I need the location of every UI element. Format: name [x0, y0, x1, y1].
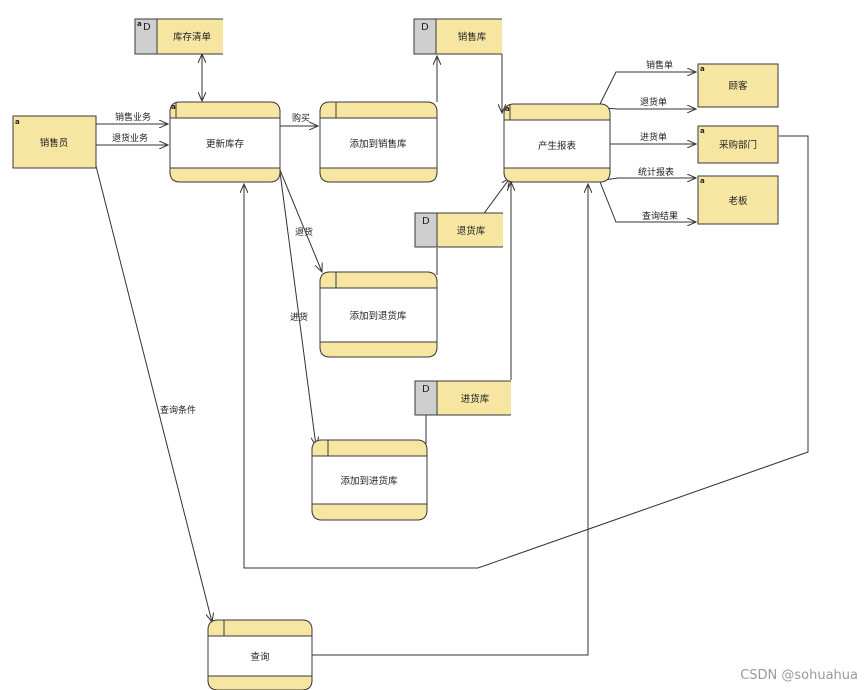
- process-generate-report[interactable]: a 产生报表: [503, 103, 611, 183]
- flow-query-to-report: [312, 184, 588, 656]
- store-marker: a: [137, 20, 142, 28]
- flow-query-result: [599, 181, 696, 222]
- flow-stats-report: [603, 178, 696, 180]
- process-label: 添加到销售库: [349, 138, 407, 150]
- external-entity-purchasing[interactable]: a 采购部门: [697, 125, 779, 164]
- store-label: 库存清单: [173, 31, 212, 43]
- store-id: D: [422, 216, 430, 227]
- data-store-returns[interactable]: D 退货库: [414, 212, 503, 248]
- flow-label-purchase-order: 进货单: [640, 131, 667, 143]
- external-entity-boss[interactable]: a 老板: [697, 175, 779, 225]
- flow-stock-in: [279, 171, 316, 446]
- process-label: 查询: [250, 651, 269, 663]
- flow-label-sales-order: 销售单: [646, 59, 673, 71]
- process-label: 添加到进货库: [340, 475, 398, 487]
- process-marker: a: [505, 105, 510, 113]
- flow-query-conditions: [95, 165, 212, 622]
- store-label: 销售库: [458, 31, 487, 43]
- entity-marker: a: [700, 177, 705, 185]
- process-add-to-returns[interactable]: 添加到退货库: [319, 271, 438, 358]
- flow-label-sales-business: 销售业务: [115, 111, 151, 123]
- flow-label-query-conditions: 查询条件: [160, 404, 196, 416]
- flow-return-goods: [279, 169, 322, 272]
- store-id: D: [143, 22, 151, 33]
- flow-labels: 销售业务 退货业务 购买 退货 进货 查询条件 销售单 退货单 进货单 统计报表…: [112, 59, 678, 416]
- flow-label-stock-in: 进货: [290, 311, 308, 323]
- process-label: 添加到退货库: [349, 310, 407, 322]
- data-store-purchases[interactable]: D 进货库: [414, 380, 511, 416]
- flow-label-return-business: 退货业务: [112, 132, 148, 144]
- process-add-to-sales[interactable]: 添加到销售库: [319, 101, 438, 183]
- entity-label: 销售员: [40, 137, 69, 149]
- data-store-inventory-list[interactable]: a D 库存清单: [134, 18, 223, 55]
- process-label: 产生报表: [538, 140, 577, 152]
- flow-label-return-goods: 退货: [295, 226, 313, 238]
- flow-label-purchase: 购买: [292, 112, 310, 124]
- entity-label: 顾客: [728, 80, 748, 92]
- entity-label: 老板: [728, 195, 748, 207]
- entity-label: 采购部门: [719, 139, 757, 151]
- flow-purchasing-to-inventory: [244, 135, 809, 569]
- data-store-sales[interactable]: D 销售库: [413, 18, 502, 55]
- flow-label-query-result: 查询结果: [642, 210, 678, 222]
- external-entity-customer[interactable]: a 顾客: [697, 63, 779, 108]
- store-label: 进货库: [461, 393, 490, 405]
- flow-label-return-order: 退货单: [640, 96, 667, 108]
- entity-marker: a: [15, 118, 20, 126]
- store-label: 退货库: [457, 225, 486, 237]
- process-label: 更新库存: [206, 138, 245, 150]
- flow-lines: [95, 54, 809, 656]
- process-query[interactable]: 查询: [207, 619, 313, 690]
- entity-marker: a: [700, 65, 705, 73]
- flow-sales-order: [599, 72, 696, 105]
- process-add-to-purchases[interactable]: 添加到进货库: [311, 439, 428, 521]
- flow-return-order: [603, 108, 696, 109]
- flow-label-stats-report: 统计报表: [638, 166, 674, 178]
- watermark: CSDN @sohuahua: [740, 668, 858, 683]
- entity-marker: a: [700, 127, 705, 135]
- store-id: D: [421, 22, 429, 33]
- external-entity-salesperson[interactable]: a 销售员: [12, 115, 97, 169]
- process-marker: a: [171, 103, 176, 111]
- store-id: D: [422, 384, 430, 395]
- process-update-inventory[interactable]: a 更新库存: [169, 101, 281, 183]
